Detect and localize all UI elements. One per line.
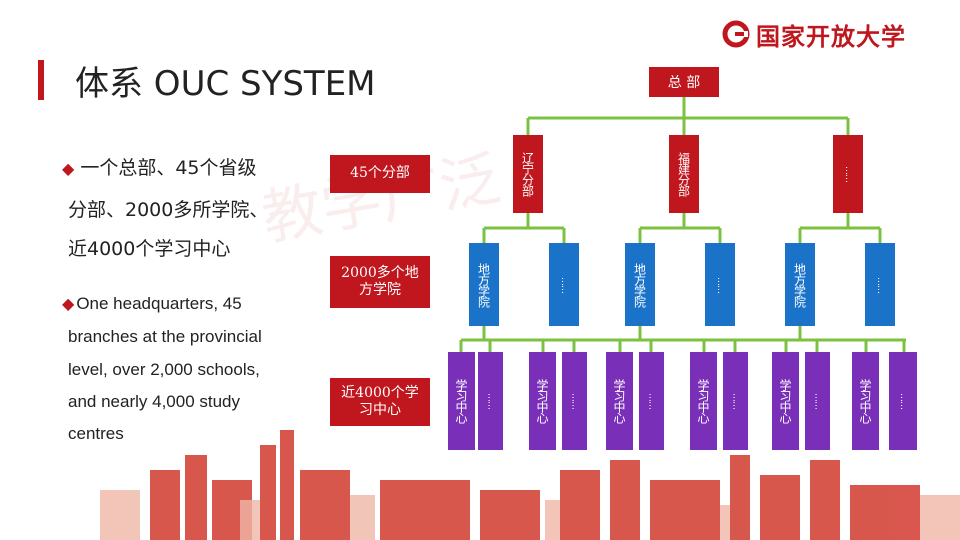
college-box-more: …… bbox=[705, 243, 735, 326]
branch-label: …… bbox=[843, 166, 853, 182]
intro-en-line-1: ◆One headquarters, 45 bbox=[62, 294, 242, 314]
branch-box-fujian: 福建分部 bbox=[669, 135, 699, 213]
centre-label: 学习中心 bbox=[858, 379, 872, 423]
centre-label: 学习中心 bbox=[778, 379, 792, 423]
centre-label: 学习中心 bbox=[612, 379, 626, 423]
centre-label: 学习中心 bbox=[696, 379, 710, 423]
diamond-bullet-icon: ◆ bbox=[62, 296, 75, 313]
centre-box: 学习中心 bbox=[852, 352, 879, 450]
centre-label: …… bbox=[730, 393, 741, 409]
intro-en-line-3: level, over 2,000 schools, bbox=[68, 360, 260, 379]
intro-en-text-1: One headquarters, 45 bbox=[76, 294, 242, 313]
centre-box-more: …… bbox=[723, 352, 748, 450]
centre-box: 学习中心 bbox=[690, 352, 717, 450]
page-title: 体系 OUC SYSTEM bbox=[75, 64, 376, 104]
logo-text: 国家开放大学 bbox=[756, 22, 906, 51]
level-label-branches: 45个分部 bbox=[330, 155, 430, 193]
centre-box: 学习中心 bbox=[448, 352, 475, 450]
centre-box-more: …… bbox=[478, 352, 503, 450]
diamond-bullet-icon: ◆ bbox=[62, 159, 75, 178]
college-label: …… bbox=[559, 276, 569, 293]
branch-label: 辽宁分部 bbox=[520, 152, 535, 196]
college-box: 地方学院 bbox=[785, 243, 815, 326]
centre-box-more: …… bbox=[639, 352, 664, 450]
centre-box: 学习中心 bbox=[772, 352, 799, 450]
centre-box-more: …… bbox=[889, 352, 917, 450]
title-accent-bar bbox=[38, 60, 44, 100]
centre-box-more: …… bbox=[805, 352, 830, 450]
intro-cn-line-2: 分部、2000多所学院、 bbox=[68, 199, 269, 221]
intro-en-line-5: centres bbox=[68, 424, 124, 443]
college-label: …… bbox=[875, 276, 885, 293]
intro-cn-line-1: ◆ 一个总部、45个省级 bbox=[62, 153, 257, 180]
intro-en-line-4: and nearly 4,000 study bbox=[68, 392, 241, 411]
centre-label: …… bbox=[812, 393, 823, 409]
college-box-more: …… bbox=[549, 243, 579, 326]
centre-box-more: …… bbox=[562, 352, 587, 450]
centre-box: 学习中心 bbox=[529, 352, 556, 450]
intro-cn-line-3: 近4000个学习中心 bbox=[68, 238, 231, 260]
hq-box: 总 部 bbox=[649, 67, 719, 97]
branch-label: 福建分部 bbox=[676, 152, 691, 196]
centre-box: 学习中心 bbox=[606, 352, 633, 450]
college-label: …… bbox=[715, 276, 725, 293]
branch-box-more: …… bbox=[833, 135, 863, 213]
intro-cn-text-1: 一个总部、45个省级 bbox=[80, 157, 257, 179]
ouc-emblem-icon bbox=[722, 20, 750, 48]
level-label-colleges: 2000多个地方学院 bbox=[330, 256, 430, 308]
centre-label: 学习中心 bbox=[454, 379, 468, 423]
centre-label: …… bbox=[646, 393, 657, 409]
centre-label: …… bbox=[569, 393, 580, 409]
college-box: 地方学院 bbox=[469, 243, 499, 326]
college-label: 地方学院 bbox=[792, 262, 807, 307]
college-label: 地方学院 bbox=[632, 262, 647, 307]
centre-label: …… bbox=[898, 393, 908, 409]
college-label: 地方学院 bbox=[476, 262, 491, 307]
intro-en-line-2: branches at the provincial bbox=[68, 327, 262, 346]
college-box-more: …… bbox=[865, 243, 895, 326]
centre-label: 学习中心 bbox=[535, 379, 549, 423]
centre-label: …… bbox=[485, 393, 496, 409]
ouc-logo: 国家开放大学 bbox=[722, 16, 906, 52]
college-box: 地方学院 bbox=[625, 243, 655, 326]
branch-box-liaoning: 辽宁分部 bbox=[513, 135, 543, 213]
level-label-centres: 近4000个学习中心 bbox=[330, 378, 430, 426]
